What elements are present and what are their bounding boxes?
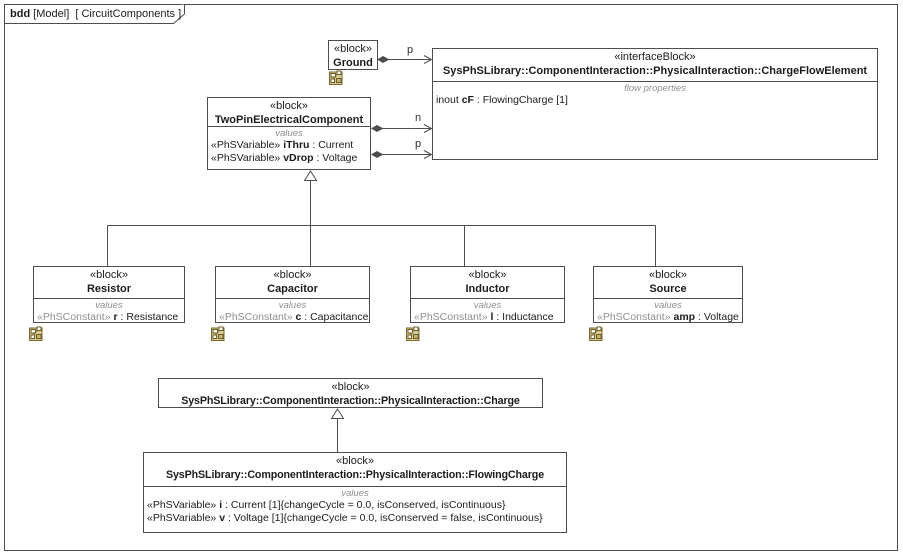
diagram-name: [ CircuitComponents ] [75,8,182,20]
diagram-heading: bdd[Model] [ CircuitComponents ] [10,8,181,20]
block-name: SysPhSLibrary::ComponentInteraction::Phy… [165,469,545,481]
diagram-kind: bdd [10,8,31,20]
flow-properties-compartment: flow properties inout cF : FlowingCharge… [433,81,877,159]
stereotype-label: «block» [90,269,128,281]
diagram-frame [4,4,898,551]
value-line: «PhSVariable» i : Current [1]{changeCycl… [147,499,506,511]
stereotype-label: «block» [649,269,687,281]
block-resistor[interactable]: «block» Resistor values «PhSConstant» r … [33,266,185,323]
value-line: «PhSConstant» l : Inductance [414,311,554,322]
block-name: SysPhSLibrary::ComponentInteraction::Phy… [181,395,520,407]
compartment-label: values [95,300,123,311]
value-line: «PhSVariable» v : Voltage [1]{changeCycl… [147,512,543,524]
block-name: Resistor [86,283,132,295]
block-two-pin-electrical-component[interactable]: «block» TwoPinElectricalComponent values… [207,97,371,170]
block-header: «block» TwoPinElectricalComponent [208,98,370,126]
block-header: «block» Ground [329,41,377,70]
value-line: «PhSVariable» vDrop : Voltage [211,152,358,164]
values-compartment: values «PhSVariable» i : Current [1]{cha… [144,486,566,532]
stereotype-label: «block» [331,381,370,393]
block-charge-flow-element[interactable]: «interfaceBlock» SysPhSLibrary::Componen… [432,48,878,160]
block-header: «block» Inductor [411,267,564,298]
values-compartment: values «PhSConstant» c : Capacitance [216,298,369,322]
block-inductor[interactable]: «block» Inductor values «PhSConstant» l … [410,266,565,323]
port-label-n[interactable]: n [414,112,422,124]
values-compartment: values «PhSConstant» l : Inductance [411,298,564,322]
block-header: «block» Capacitor [216,267,369,298]
value-line: «PhSConstant» r : Resistance [37,311,179,322]
compartment-label: values [278,300,307,311]
compartment-label: flow properties [624,83,686,94]
compartment-label: values [275,128,303,139]
values-compartment: values «PhSVariable» iThru : Current «Ph… [208,126,370,169]
association-n-port[interactable] [371,124,433,133]
values-compartment: values «PhSConstant» amp : Voltage [594,298,742,322]
block-header: «block» SysPhSLibrary::ComponentInteract… [144,453,566,486]
value-line: «PhSVariable» iThru : Current [211,139,354,151]
block-name: SysPhSLibrary::ComponentInteraction::Phy… [442,65,868,77]
parametric-diagram-icon[interactable] [329,70,343,85]
flow-property-line: inout cF : FlowingCharge [1] [436,94,568,106]
block-name: Ground [333,57,373,69]
block-capacitor[interactable]: «block» Capacitor values «PhSConstant» c… [215,266,370,323]
generalization-tree-components[interactable] [107,170,656,266]
parametric-diagram-icon[interactable] [406,326,420,341]
block-name: TwoPinElectricalComponent [214,114,364,126]
values-compartment: values «PhSConstant» r : Resistance [34,298,184,322]
stereotype-label: «block» [273,269,312,281]
block-header: «interfaceBlock» SysPhSLibrary::Componen… [433,49,877,81]
value-line: «PhSConstant» amp : Voltage [597,311,739,322]
diagram-model: [Model] [33,8,70,20]
block-header: «block» SysPhSLibrary::ComponentInteract… [159,379,542,408]
stereotype-label: «block» [334,43,372,55]
association-ground-p[interactable] [377,55,433,64]
value-line: «PhSConstant» c : Capacitance [219,311,369,322]
association-p-port[interactable] [371,150,433,159]
port-label-p[interactable]: p [414,138,422,150]
block-ground[interactable]: «block» Ground [328,40,378,70]
parametric-diagram-icon[interactable] [589,326,603,341]
stereotype-label: «block» [336,455,374,467]
parametric-diagram-icon[interactable] [211,326,225,341]
generalization-flowing-charge[interactable] [330,408,345,452]
block-name: Source [649,283,687,295]
parametric-diagram-icon[interactable] [29,326,43,341]
compartment-label: values [473,300,502,311]
block-name: Inductor [465,283,510,295]
stereotype-label: «block» [270,100,308,112]
compartment-label: values [654,300,682,311]
block-header: «block» Resistor [34,267,184,298]
block-header: «block» Source [594,267,742,298]
block-charge[interactable]: «block» SysPhSLibrary::ComponentInteract… [158,378,543,408]
block-source[interactable]: «block» Source values «PhSConstant» amp … [593,266,743,323]
compartment-label: values [341,488,369,499]
stereotype-label: «block» [468,269,507,281]
block-flowing-charge[interactable]: «block» SysPhSLibrary::ComponentInteract… [143,452,567,533]
block-name: Capacitor [267,283,318,295]
stereotype-label: «interfaceBlock» [614,51,696,63]
port-label-ground-p[interactable]: p [406,44,414,56]
